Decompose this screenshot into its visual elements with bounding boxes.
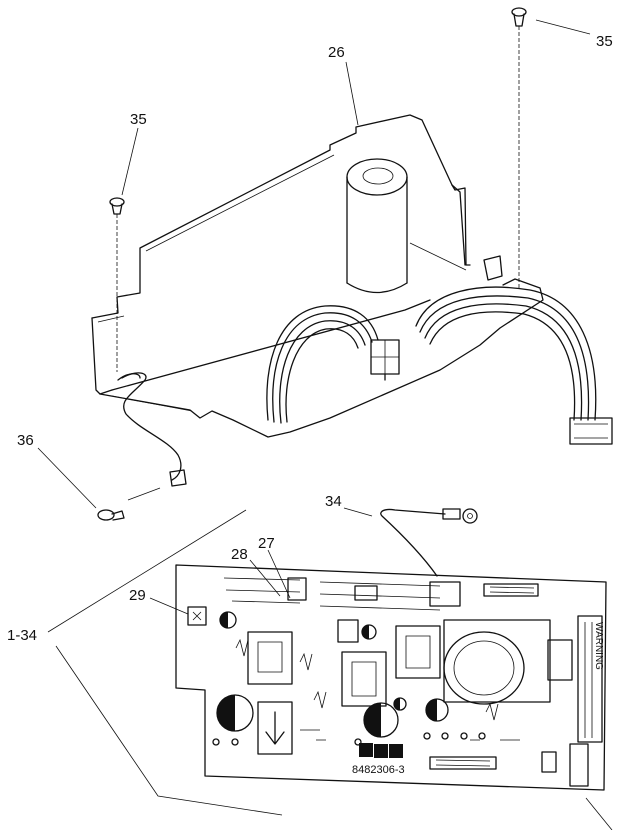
wire-34 bbox=[380, 508, 478, 577]
tray-base bbox=[99, 278, 544, 438]
screw-36 bbox=[97, 509, 125, 521]
tray-back-panel bbox=[91, 114, 471, 319]
black-pads bbox=[359, 743, 403, 758]
warning-sticker bbox=[577, 615, 603, 743]
right-harness-connector bbox=[569, 417, 613, 445]
callout-34: 34 bbox=[325, 493, 342, 510]
callout-26: 26 bbox=[328, 44, 345, 61]
callout-36: 36 bbox=[17, 432, 34, 449]
control-board bbox=[175, 564, 607, 791]
board-outline bbox=[175, 564, 607, 791]
callout-35-top: 35 bbox=[596, 33, 613, 50]
ground-wire bbox=[117, 372, 187, 501]
leader-lines bbox=[37, 19, 613, 830]
board-part-number: 8482306-3 bbox=[352, 764, 405, 776]
callout-29: 29 bbox=[129, 587, 146, 604]
callout-35-left: 35 bbox=[130, 111, 147, 128]
callout-1-34: 1-34 bbox=[7, 627, 37, 644]
tray-assembly bbox=[91, 114, 544, 438]
cylinder-capacitor bbox=[346, 158, 408, 294]
relay-2 bbox=[341, 651, 387, 707]
round-transformer bbox=[443, 619, 551, 705]
callout-27: 27 bbox=[258, 535, 275, 552]
left-wire-harness bbox=[266, 305, 400, 424]
callout-28: 28 bbox=[231, 546, 248, 563]
relay-1 bbox=[247, 631, 293, 685]
relay-3 bbox=[395, 625, 441, 679]
warning-label: WARNING bbox=[593, 622, 604, 670]
screw-35-top bbox=[511, 7, 527, 290]
screw-35-left bbox=[109, 197, 125, 372]
right-wire-harness bbox=[415, 255, 613, 445]
arrow-component bbox=[257, 701, 293, 755]
test-points bbox=[212, 732, 486, 746]
board-capacitors bbox=[216, 611, 449, 738]
header-strip bbox=[429, 756, 497, 770]
